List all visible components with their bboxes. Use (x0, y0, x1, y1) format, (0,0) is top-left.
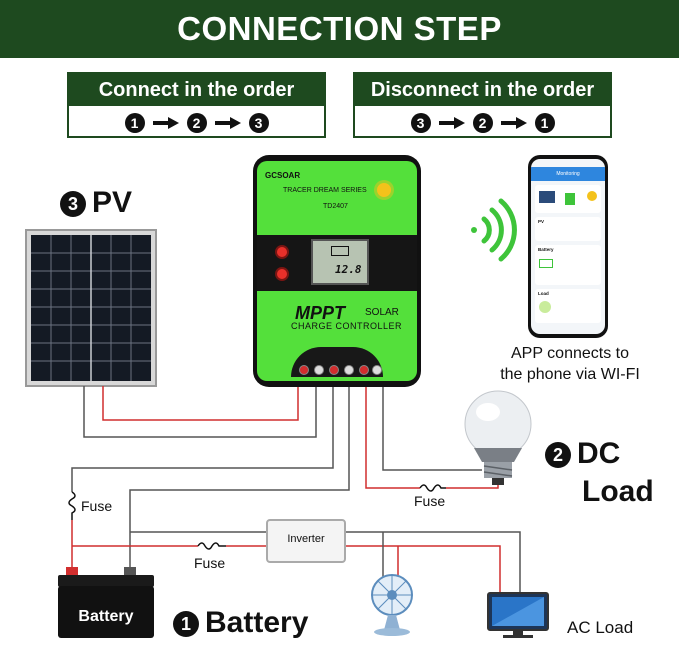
controller-mppt-label: MPPT (295, 303, 346, 323)
phone-overview-card (535, 185, 601, 213)
battery-body-text: Battery (78, 608, 134, 625)
pv-label-text: PV (92, 186, 133, 219)
smartphone: Monitoring PV Battery Load (528, 155, 608, 338)
arrow-right-icon (438, 117, 465, 129)
dc-load-label-line1: DC (577, 437, 621, 470)
arrow-right-icon (152, 117, 179, 129)
controller-display-panel: 12.8 (257, 235, 417, 291)
battery-icon (565, 193, 575, 205)
fuse-label-left: Fuse (81, 498, 113, 514)
battery-top (58, 575, 154, 587)
inverter-label: Inverter (287, 533, 325, 545)
light-bulb-icon (464, 390, 532, 485)
disconnect-step-2: 2 (472, 113, 493, 133)
lcd-voltage-value: 12.8 (335, 263, 362, 276)
controller-model: TD2407 (323, 203, 348, 210)
terminal-load-negative (372, 365, 382, 375)
fuse-icon (68, 484, 446, 550)
phone-load-label: Load (538, 291, 549, 296)
phone-battery-label: Battery (538, 247, 554, 252)
sun-icon (377, 183, 391, 197)
solar-charge-controller: GCSOAR TRACER DREAM SERIES TD2407 12.8 M… (253, 155, 421, 387)
bulb-icon (587, 191, 597, 201)
phone-battery-card: Battery (535, 245, 601, 285)
dc-load-step-number: 2 (545, 442, 571, 469)
battery-label-text: Battery (205, 606, 309, 639)
app-connect-line2: the phone via WI-FI (500, 366, 640, 383)
connect-order-box: Connect in the order 1 2 3 (67, 72, 326, 138)
terminal-load-positive (359, 365, 369, 375)
page-title: CONNECTION STEP (0, 0, 679, 58)
controller-button-up[interactable] (275, 245, 289, 259)
phone-app-title: Monitoring (531, 167, 605, 181)
connect-order-title: Connect in the order (69, 74, 324, 106)
pv-step-number: 3 (60, 191, 86, 218)
disconnect-step-3: 1 (534, 113, 555, 133)
controller-charge-label: CHARGE CONTROLLER (291, 321, 403, 331)
terminal-battery-negative (344, 365, 354, 375)
fuse-label-right: Fuse (414, 493, 446, 509)
terminal-battery-positive (329, 365, 339, 375)
arrow-right-icon (214, 117, 241, 129)
disconnect-order-title: Disconnect in the order (355, 74, 610, 106)
controller-button-down[interactable] (275, 267, 289, 281)
wifi-icon (471, 198, 517, 262)
phone-pv-card: PV (535, 217, 601, 241)
ac-load-label: AC Load (567, 618, 634, 637)
connect-step-3: 3 (248, 113, 269, 133)
fuse-label-middle: Fuse (194, 555, 226, 571)
controller-face: GCSOAR TRACER DREAM SERIES TD2407 12.8 M… (257, 161, 417, 381)
disconnect-order-box: Disconnect in the order 3 2 1 (353, 72, 612, 138)
disconnect-order-sequence: 3 2 1 (355, 106, 610, 140)
dc-load-label-line2: Load (582, 475, 654, 508)
terminal-pv-positive (299, 365, 309, 375)
disconnect-step-1: 3 (410, 113, 431, 133)
battery-body: Battery (58, 586, 154, 638)
battery-step-number: 1 (173, 611, 199, 638)
fan-icon (371, 574, 413, 636)
solar-panel-icon (539, 191, 555, 203)
controller-terminals (291, 347, 383, 377)
phone-screen: Monitoring PV Battery Load (531, 159, 605, 334)
battery-level-icon (539, 259, 553, 268)
phone-load-card: Load (535, 289, 601, 323)
controller-brand: GCSOAR (265, 171, 301, 180)
controller-solar-label: SOLAR (365, 307, 399, 318)
app-connect-text: APP connects to the phone via WI-FI (480, 343, 660, 385)
monitor-icon (487, 592, 549, 638)
connect-step-1: 1 (124, 113, 145, 133)
arrow-right-icon (500, 117, 527, 129)
battery-positive-terminal (66, 567, 78, 576)
lcd-battery-icon (331, 246, 349, 256)
phone-pv-label: PV (538, 219, 545, 224)
battery-negative-terminal (124, 567, 136, 576)
connect-step-2: 2 (186, 113, 207, 133)
solar-panel-icon (25, 229, 157, 387)
load-bulb-icon (539, 301, 551, 313)
inverter: Inverter (266, 519, 346, 563)
controller-lcd: 12.8 (311, 239, 369, 285)
controller-series: TRACER DREAM SERIES (283, 187, 367, 194)
app-connect-line1: APP connects to (511, 345, 629, 362)
connect-order-sequence: 1 2 3 (69, 106, 324, 140)
terminal-pv-negative (314, 365, 324, 375)
